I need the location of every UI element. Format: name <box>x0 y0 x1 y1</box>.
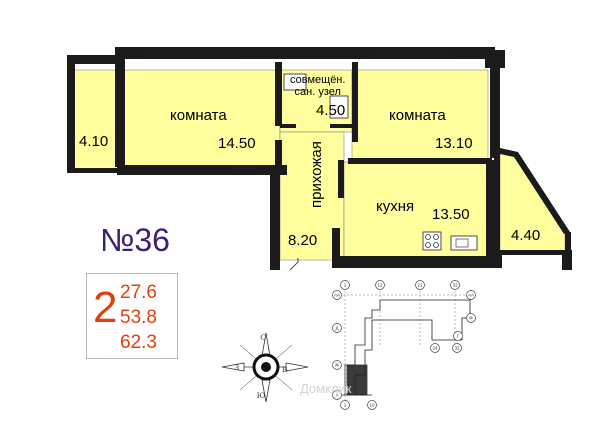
compass-west: З <box>235 363 239 372</box>
key-plan-axis-markers <box>332 280 476 410</box>
axis-left-3: Ж <box>335 363 340 368</box>
key-plan-axis-labels: 1 12 21 32 АА Д Ж А АА Ф Г 1 10 24 32 <box>334 283 474 408</box>
axis-left-2: Д <box>335 326 338 331</box>
living-area-value: 27.6 <box>120 282 157 303</box>
axis-top-1: 1 <box>344 283 347 288</box>
balcony-area-right: 4.40 <box>511 227 541 244</box>
key-plan-axes <box>335 283 475 405</box>
area-summary-card: 2 27.6 53.8 62.3 <box>86 273 178 359</box>
room-label-living-2: комната <box>389 107 446 124</box>
room-area-bathroom: 4.50 <box>316 102 346 119</box>
axis-right-1: АА <box>468 293 474 298</box>
watermark: Домклик <box>300 381 352 396</box>
total-area-value: 62.3 <box>120 332 157 353</box>
area-without-balconies-value: 53.8 <box>120 307 157 328</box>
windows <box>140 49 460 271</box>
axis-top-2: 12 <box>377 283 383 288</box>
axis-left-1: АА <box>334 293 340 298</box>
axis-left-4: А <box>335 393 338 398</box>
room-area-hall: 8.20 <box>288 232 318 249</box>
compass-north: С <box>260 333 265 342</box>
axis-right-2: Ф <box>469 316 473 321</box>
room-area-living-2: 13.10 <box>435 135 473 152</box>
apartment-number: №36 <box>100 222 170 258</box>
kitchen-appliances <box>422 231 478 251</box>
room-label-bathroom: совмещён. сан. узел <box>290 74 345 98</box>
bathroom-fixtures <box>283 73 349 119</box>
balcony-area-left: 4.10 <box>79 133 109 150</box>
axis-bottom-3: 24 <box>432 346 438 351</box>
compass-rose <box>221 332 309 403</box>
axis-bottom-4: 32 <box>454 346 460 351</box>
bathroom-label-line-2: сан. узел <box>294 86 341 98</box>
key-plan <box>340 299 471 396</box>
room-area-kitchen: 13.50 <box>432 206 470 223</box>
room-label-hall: прихожая <box>308 141 325 208</box>
room-area-living-1: 14.50 <box>218 135 256 152</box>
balcony-fill-left <box>72 69 119 173</box>
axis-bottom-2: 10 <box>369 403 375 408</box>
axis-top-3: 21 <box>417 283 423 288</box>
room-fill-living-1 <box>121 69 281 173</box>
compass-east: В <box>282 365 287 374</box>
axis-top-4: 32 <box>452 283 458 288</box>
room-label-kitchen: кухня <box>376 198 415 215</box>
bathroom-label-line-1: совмещён. <box>290 74 346 86</box>
axis-right-3: Г <box>457 334 460 339</box>
room-fill-living-2 <box>351 69 489 163</box>
compass-labels: С Ю В З <box>235 333 288 400</box>
axis-bottom-1: 1 <box>344 403 347 408</box>
room-label-living-1: комната <box>170 107 227 124</box>
room-count: 2 <box>93 283 118 332</box>
compass-south: Ю <box>257 391 265 400</box>
